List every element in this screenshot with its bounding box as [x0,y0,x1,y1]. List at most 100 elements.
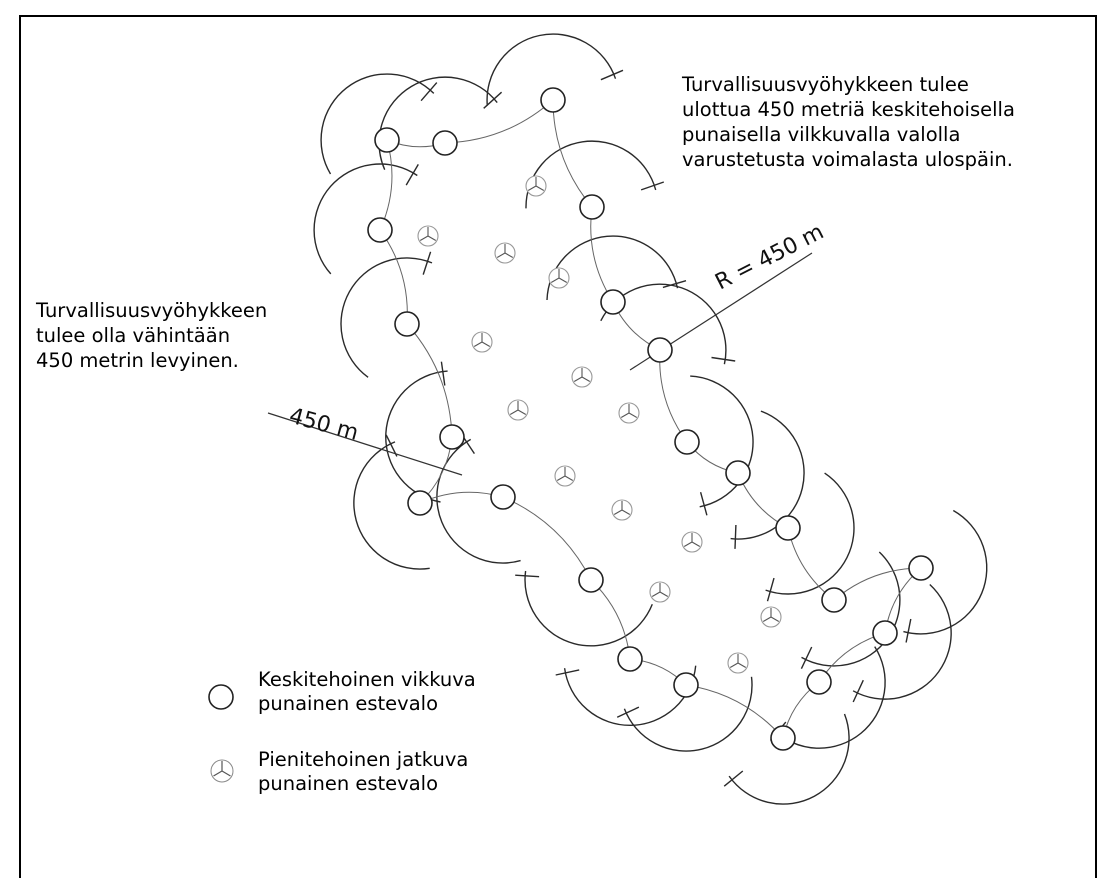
zone-width-note: Turvallisuusvyöhykkeen tulee olla vähint… [36,298,267,373]
connection-arc [590,579,631,660]
boundary-tick [420,82,438,102]
connection-arc [406,323,453,438]
connection-arc [833,567,922,601]
medium-intensity-light-icon [578,567,604,593]
legend-label-line: Pienitehoinen jatkuva [258,748,469,771]
low-intensity-light-icon [649,581,671,603]
zone-extent-note-line: punaisella vilkkuvalla valolla [682,123,961,146]
medium-intensity-light-icon [432,130,458,156]
connection-arc [502,496,592,581]
low-intensity-lights [417,175,782,674]
diagram-frame [19,15,1097,878]
boundary-tick [640,181,665,191]
boundary-tick [555,669,580,676]
safety-arc [313,163,418,275]
medium-intensity-light-icon [872,620,898,646]
turbine-connection-arcs [379,99,922,739]
boundary-tick [800,646,813,670]
safety-arc [852,583,952,700]
safety-arc [623,676,753,752]
low-intensity-light-icon [417,225,439,247]
width-label: 450 m [286,404,360,446]
low-intensity-light-icon [618,402,640,424]
medium-intensity-light-icon [407,490,433,516]
connection-arc [379,229,408,325]
legend-label-line: Keskitehoinen vikkuva [258,668,476,691]
low-intensity-light-icon [571,366,593,388]
safety-arc [728,713,850,805]
medium-intensity-light-icon [374,127,400,153]
boundary-tick [515,574,540,578]
safety-arc [353,441,430,570]
medium-intensity-light-icon [540,87,566,113]
medium-intensity-light-icon [674,429,700,455]
boundary-tick [723,770,744,787]
safety-arc [903,509,988,635]
low-intensity-light-icon [507,399,529,421]
boundary-tick [600,69,624,81]
boundary-tick [440,361,446,386]
boundary-tick-marks [385,69,912,787]
zone-extent-note-line: Turvallisuusvyöhykkeen tulee [682,73,969,96]
medium-intensity-light-icon [490,484,516,510]
width-measure-line [267,412,463,476]
boundary-tick [405,164,419,186]
low-intensity-light-icon [727,652,749,674]
medium-intensity-light-icon [908,555,934,581]
low-intensity-light-icon [548,267,570,289]
medium-intensity-light-icon [673,672,699,698]
boundary-tick [422,251,432,275]
legend-label-line: punainen estevalo [258,772,439,795]
safety-arc [486,33,617,106]
safety-arc [765,472,855,595]
medium-intensity-light-icon [394,311,420,337]
safety-arc [320,73,435,175]
zone-extent-note-line: ulottua 450 metriä keskitehoisella [682,98,1015,121]
medium-intensity-light-icon [579,194,605,220]
low-intensity-light-icon [554,465,576,487]
legend-item-low-intensity: Pienitehoinen jatkuva punainen estevalo [258,748,468,796]
safety-arc [524,570,653,647]
safety-arc [772,646,886,749]
boundary-tick [734,524,737,549]
radius-label: R = 450 m [711,219,828,295]
medium-intensity-light-icon [600,289,626,315]
legend-tripod-icon [210,759,234,783]
legend-label-line: punainen estevalo [258,692,439,715]
legend-item-medium-intensity: Keskitehoinen vikkuva punainen estevalo [258,668,476,716]
safety-arc [436,438,521,564]
low-intensity-light-icon [681,531,703,553]
medium-intensity-light-icon [725,460,751,486]
boundary-tick [662,280,687,289]
boundary-tick [385,434,398,457]
safety-arc [563,665,697,727]
zone-extent-note-line: varustetusta voimalasta ulospäin. [682,148,1013,171]
medium-intensity-light-icon [821,587,847,613]
boundary-tick [616,706,640,718]
safety-arc [690,375,754,508]
medium-intensity-light-icon [439,424,465,450]
medium-intensity-light-icon [647,337,673,363]
connection-arc [444,99,554,144]
safety-arc [730,410,805,540]
boundary-tick [699,492,708,516]
zone-width-note-line: 450 metrin levyinen. [36,349,239,372]
low-intensity-light-icon [525,175,547,197]
boundary-tick [905,618,912,643]
zone-extent-note: Turvallisuusvyöhykkeen tulee ulottua 450… [682,72,1015,172]
safety-zone-boundary-arcs [313,33,988,805]
boundary-tick [483,91,503,109]
low-intensity-light-icon [471,331,493,353]
zone-width-note-line: Turvallisuusvyöhykkeen [36,299,268,322]
safety-arc [378,76,498,170]
medium-intensity-lights [367,87,934,751]
boundary-tick [852,679,864,703]
medium-intensity-light-icon [617,646,643,672]
low-intensity-light-icon [611,499,633,521]
connection-arc [590,206,614,303]
medium-intensity-light-icon [806,669,832,695]
medium-intensity-light-icon [367,217,393,243]
boundary-tick [766,577,775,602]
low-intensity-light-icon [760,606,782,628]
